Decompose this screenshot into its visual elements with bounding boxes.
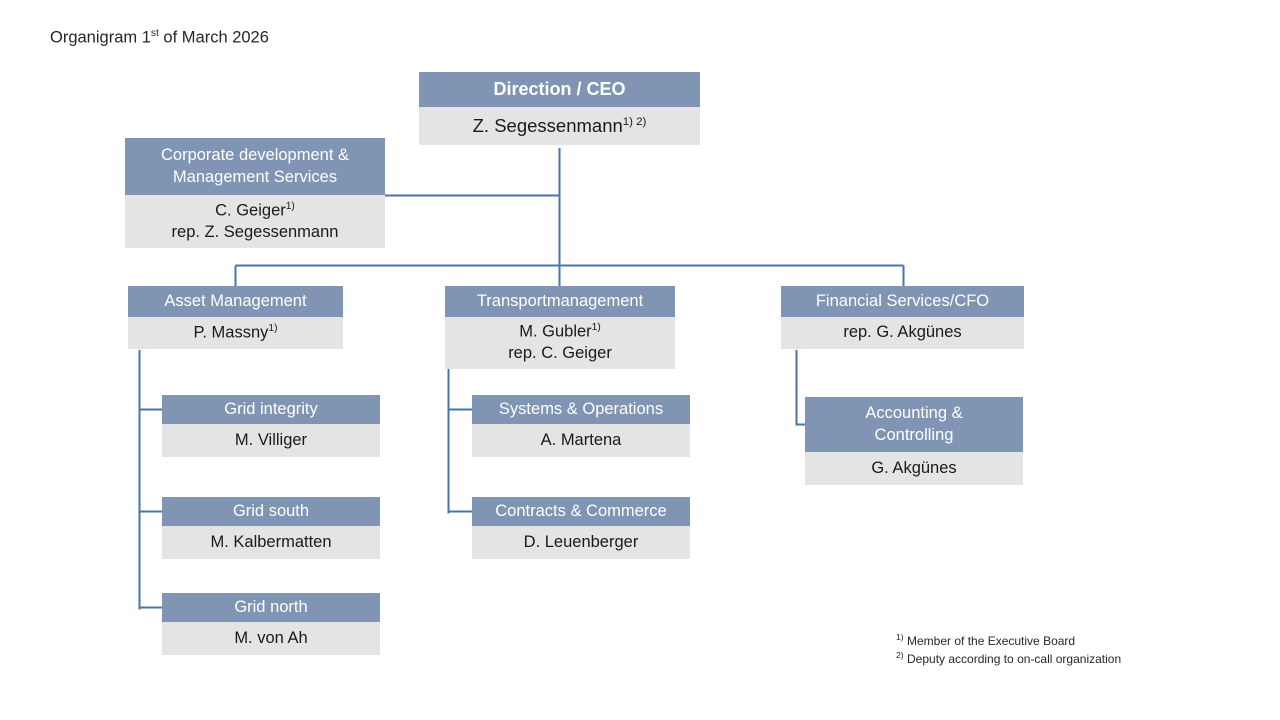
- node-header-asset-management: Asset Management: [128, 286, 343, 317]
- footnote-1-marker: 1): [896, 632, 904, 642]
- node-financial-services-cfo[interactable]: Financial Services/CFO rep. G. Akgünes: [781, 286, 1024, 349]
- node-accounting-controlling[interactable]: Accounting & Controlling G. Akgünes: [805, 397, 1023, 485]
- node-person-asset-management: P. Massny: [193, 323, 269, 342]
- footnote-2-marker: 2): [896, 649, 904, 660]
- page-title: Organigram 1st of March 2026: [50, 28, 269, 48]
- node-person-accounting-controlling: G. Akgünes: [871, 458, 957, 477]
- node-direction-ceo[interactable]: Direction / CEO Z. Segessenmann1) 2): [419, 72, 700, 145]
- node-person-corporate-development: C. Geiger: [215, 201, 286, 220]
- node-deputy-corporate-development: rep. Z. Segessenmann: [171, 222, 339, 241]
- footnotes: 1) Member of the Executive Board 2) Depu…: [896, 632, 1121, 667]
- node-person-grid-south: M. Kalbermatten: [210, 532, 332, 551]
- node-body-systems-operations: A. Martena: [472, 424, 690, 457]
- node-person-grid-north: M. von Ah: [234, 628, 308, 647]
- node-deputy-transportmanagement: rep. C. Geiger: [508, 344, 612, 363]
- footnote-2: 2) Deputy according to on-call organizat…: [896, 650, 1121, 668]
- node-person-contracts-commerce: D. Leuenberger: [523, 532, 639, 551]
- node-body-corporate-development: C. Geiger1) rep. Z. Segessenmann: [125, 195, 385, 248]
- node-systems-operations[interactable]: Systems & Operations A. Martena: [472, 395, 690, 457]
- page-title-ordinal: st: [150, 28, 159, 39]
- node-corporate-development[interactable]: Corporate development & Management Servi…: [125, 138, 385, 248]
- node-grid-north[interactable]: Grid north M. von Ah: [162, 593, 380, 655]
- node-header-grid-south: Grid south: [162, 497, 380, 526]
- node-footnote-marks-direction-ceo: 1) 2): [622, 115, 647, 128]
- node-header-line1-accounting-controlling: Accounting &: [865, 404, 963, 423]
- node-person-systems-operations: A. Martena: [540, 430, 622, 449]
- node-header-corporate-development: Corporate development & Management Servi…: [125, 138, 385, 195]
- node-asset-management[interactable]: Asset Management P. Massny1): [128, 286, 343, 349]
- node-header-line1-corporate-development: Corporate development &: [160, 146, 350, 165]
- node-person-grid-integrity: M. Villiger: [234, 430, 308, 449]
- node-grid-south[interactable]: Grid south M. Kalbermatten: [162, 497, 380, 559]
- node-header-financial-services-cfo: Financial Services/CFO: [781, 286, 1024, 317]
- footnote-1-text: Member of the Executive Board: [903, 634, 1076, 648]
- node-header-contracts-commerce: Contracts & Commerce: [472, 497, 690, 526]
- node-footnote-marks-asset-management: 1): [268, 323, 278, 335]
- node-grid-integrity[interactable]: Grid integrity M. Villiger: [162, 395, 380, 457]
- node-body-accounting-controlling: G. Akgünes: [805, 452, 1023, 485]
- footnote-1: 1) Member of the Executive Board: [896, 632, 1121, 650]
- node-body-contracts-commerce: D. Leuenberger: [472, 526, 690, 559]
- page-title-rest: of March 2026: [158, 28, 269, 47]
- node-header-line2-accounting-controlling: Controlling: [874, 425, 954, 444]
- node-body-asset-management: P. Massny1): [128, 317, 343, 349]
- node-body-transportmanagement: M. Gubler1) rep. C. Geiger: [445, 317, 675, 369]
- node-person-direction-ceo: Z. Segessenmann: [472, 114, 623, 136]
- node-header-systems-operations: Systems & Operations: [472, 395, 690, 424]
- node-body-grid-north: M. von Ah: [162, 622, 380, 655]
- node-body-financial-services-cfo: rep. G. Akgünes: [781, 317, 1024, 349]
- node-person-transportmanagement: M. Gubler: [519, 322, 592, 341]
- node-header-accounting-controlling: Accounting & Controlling: [805, 397, 1023, 452]
- node-transportmanagement[interactable]: Transportmanagement M. Gubler1) rep. C. …: [445, 286, 675, 369]
- node-body-grid-south: M. Kalbermatten: [162, 526, 380, 559]
- node-header-line2-corporate-development: Management Services: [172, 167, 338, 186]
- node-body-grid-integrity: M. Villiger: [162, 424, 380, 457]
- node-footnote-marks-corporate-development: 1): [285, 200, 295, 212]
- node-header-transportmanagement: Transportmanagement: [445, 286, 675, 317]
- node-contracts-commerce[interactable]: Contracts & Commerce D. Leuenberger: [472, 497, 690, 559]
- node-body-direction-ceo: Z. Segessenmann1) 2): [419, 107, 700, 145]
- node-footnote-marks-transportmanagement: 1): [591, 322, 601, 334]
- footnote-2-text: Deputy according to on-call organization: [903, 651, 1122, 666]
- node-person-financial-services-cfo: rep. G. Akgünes: [843, 323, 962, 342]
- node-header-grid-integrity: Grid integrity: [162, 395, 380, 424]
- node-header-direction-ceo: Direction / CEO: [419, 72, 700, 107]
- node-header-grid-north: Grid north: [162, 593, 380, 622]
- page-title-prefix: Organigram 1: [50, 28, 151, 47]
